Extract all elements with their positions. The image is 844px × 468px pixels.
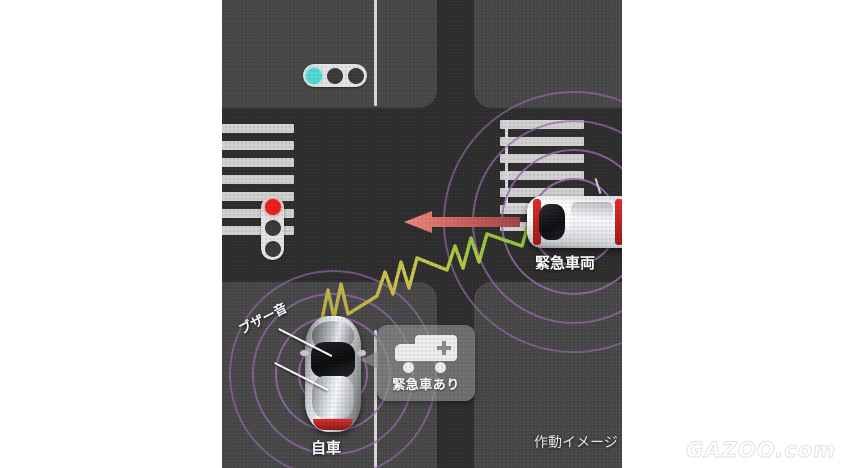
ambulance-wheel-rear-icon: [435, 362, 446, 373]
medical-cross-icon: [433, 337, 455, 359]
watermark: GAZOO.com: [686, 438, 836, 463]
crosswalk-stripe: [500, 120, 584, 129]
crosswalk-stripe: [222, 158, 294, 167]
traffic-lamp-yellow: [326, 67, 343, 84]
emergency-vehicle-roof: [571, 202, 613, 242]
crosswalk-stripe: [222, 141, 294, 150]
crosswalk-stripe: [500, 154, 584, 163]
corner-block-top-left: [222, 0, 437, 108]
hud-alert-popup[interactable]: 緊急車あり: [360, 325, 475, 401]
direction-arrow: [404, 211, 520, 233]
caption-operation-image: 作動イメージ: [534, 435, 618, 451]
ego-vehicle: [300, 316, 366, 432]
crosswalk-stripe: [500, 137, 584, 146]
signal-pole-right-arm: [505, 203, 531, 206]
hud-callout-tail: [360, 351, 378, 369]
label-ego-vehicle: 自車: [311, 439, 342, 457]
ambulance-icon: [395, 335, 457, 373]
crosswalk-stripe: [222, 209, 294, 218]
traffic-lamp-green: [305, 67, 322, 84]
lane-divider-bottom: [374, 330, 377, 468]
crosswalk-stripe: [222, 175, 294, 184]
emergency-vehicle-antenna-icon: [594, 178, 602, 194]
corner-block-bottom-right: [474, 282, 622, 468]
label-emergency-vehicle: 緊急車両: [535, 254, 596, 272]
intersection-illustration: 緊急車あり ブザー音 自車 緊急車両 作動イメージ: [222, 0, 622, 468]
crosswalk-stripe: [500, 171, 584, 180]
traffic-lamp-red-v: [264, 198, 281, 215]
crosswalk-stripe: [222, 192, 294, 201]
vertical-traffic-light[interactable]: [261, 196, 284, 260]
signal-pole-right: [505, 120, 508, 206]
horizontal-traffic-light[interactable]: [303, 64, 367, 87]
hud-alert-message: 緊急車あり: [392, 378, 460, 393]
ego-vehicle-mirror-left: [300, 350, 309, 356]
crosswalk-stripe: [222, 226, 294, 235]
traffic-lamp-yellow-v: [264, 219, 281, 236]
ego-vehicle-roof: [312, 376, 354, 418]
ambulance-wheel-front-icon: [403, 362, 414, 373]
crosswalk-stripe: [500, 188, 584, 197]
emergency-vehicle-windshield: [539, 204, 565, 240]
crosswalk-stripe: [222, 124, 294, 133]
traffic-lamp-green-v: [264, 241, 281, 258]
crosswalk-left: [222, 124, 294, 243]
corner-block-top-right: [474, 0, 622, 108]
emergency-vehicle-stripe-front: [533, 199, 541, 245]
ego-vehicle-taillight: [313, 419, 353, 430]
lane-divider-top: [374, 0, 377, 106]
emergency-vehicle: [527, 178, 622, 248]
emergency-vehicle-stripe-rear: [615, 199, 622, 245]
ambulance-cab-icon: [395, 344, 421, 361]
traffic-lamp-red: [348, 67, 365, 84]
